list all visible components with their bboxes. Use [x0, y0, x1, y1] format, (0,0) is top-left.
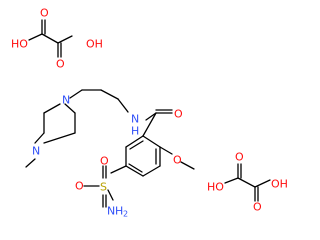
amide-h-label: H	[131, 125, 139, 138]
oxalic-bottom-carbonyl-o-left: O	[235, 151, 244, 164]
amino-subscript-label: 2	[123, 210, 128, 219]
amino-h-label: H	[115, 205, 123, 218]
main-molecule-bonds	[25, 89, 195, 208]
piperazine-n-top-label: N	[62, 94, 70, 107]
amide-n-label: N	[131, 113, 139, 126]
oxalic-top-carbonyl-o-left: O	[40, 7, 49, 20]
amide-o-label: O	[174, 108, 183, 121]
piperazine-n-bottom-label: N	[32, 145, 40, 158]
sulfonyl-o-left-label: O	[75, 180, 84, 193]
amino-n-label: N	[107, 205, 115, 218]
oxalic-acid-top-bonds	[28, 19, 73, 58]
structure-diagram: HO OH O O HO OH O O N N N H O O S O O N …	[11, 7, 288, 219]
sulfonyl-s-label: S	[100, 181, 107, 194]
oxalic-acid-bottom-bonds	[224, 163, 271, 202]
sulfonyl-o-top-label: O	[100, 155, 109, 168]
methoxy-o-label: O	[173, 154, 182, 167]
oxalic-top-carbonyl-o-right: O	[56, 58, 65, 71]
oxalic-top-oh-label: OH	[86, 38, 103, 51]
oxalic-top-ho-label: HO	[11, 38, 28, 51]
oxalic-bottom-carbonyl-o-right: O	[253, 201, 262, 214]
oxalic-bottom-ho-label: HO	[207, 181, 224, 194]
oxalic-bottom-oh-label: OH	[271, 178, 288, 191]
